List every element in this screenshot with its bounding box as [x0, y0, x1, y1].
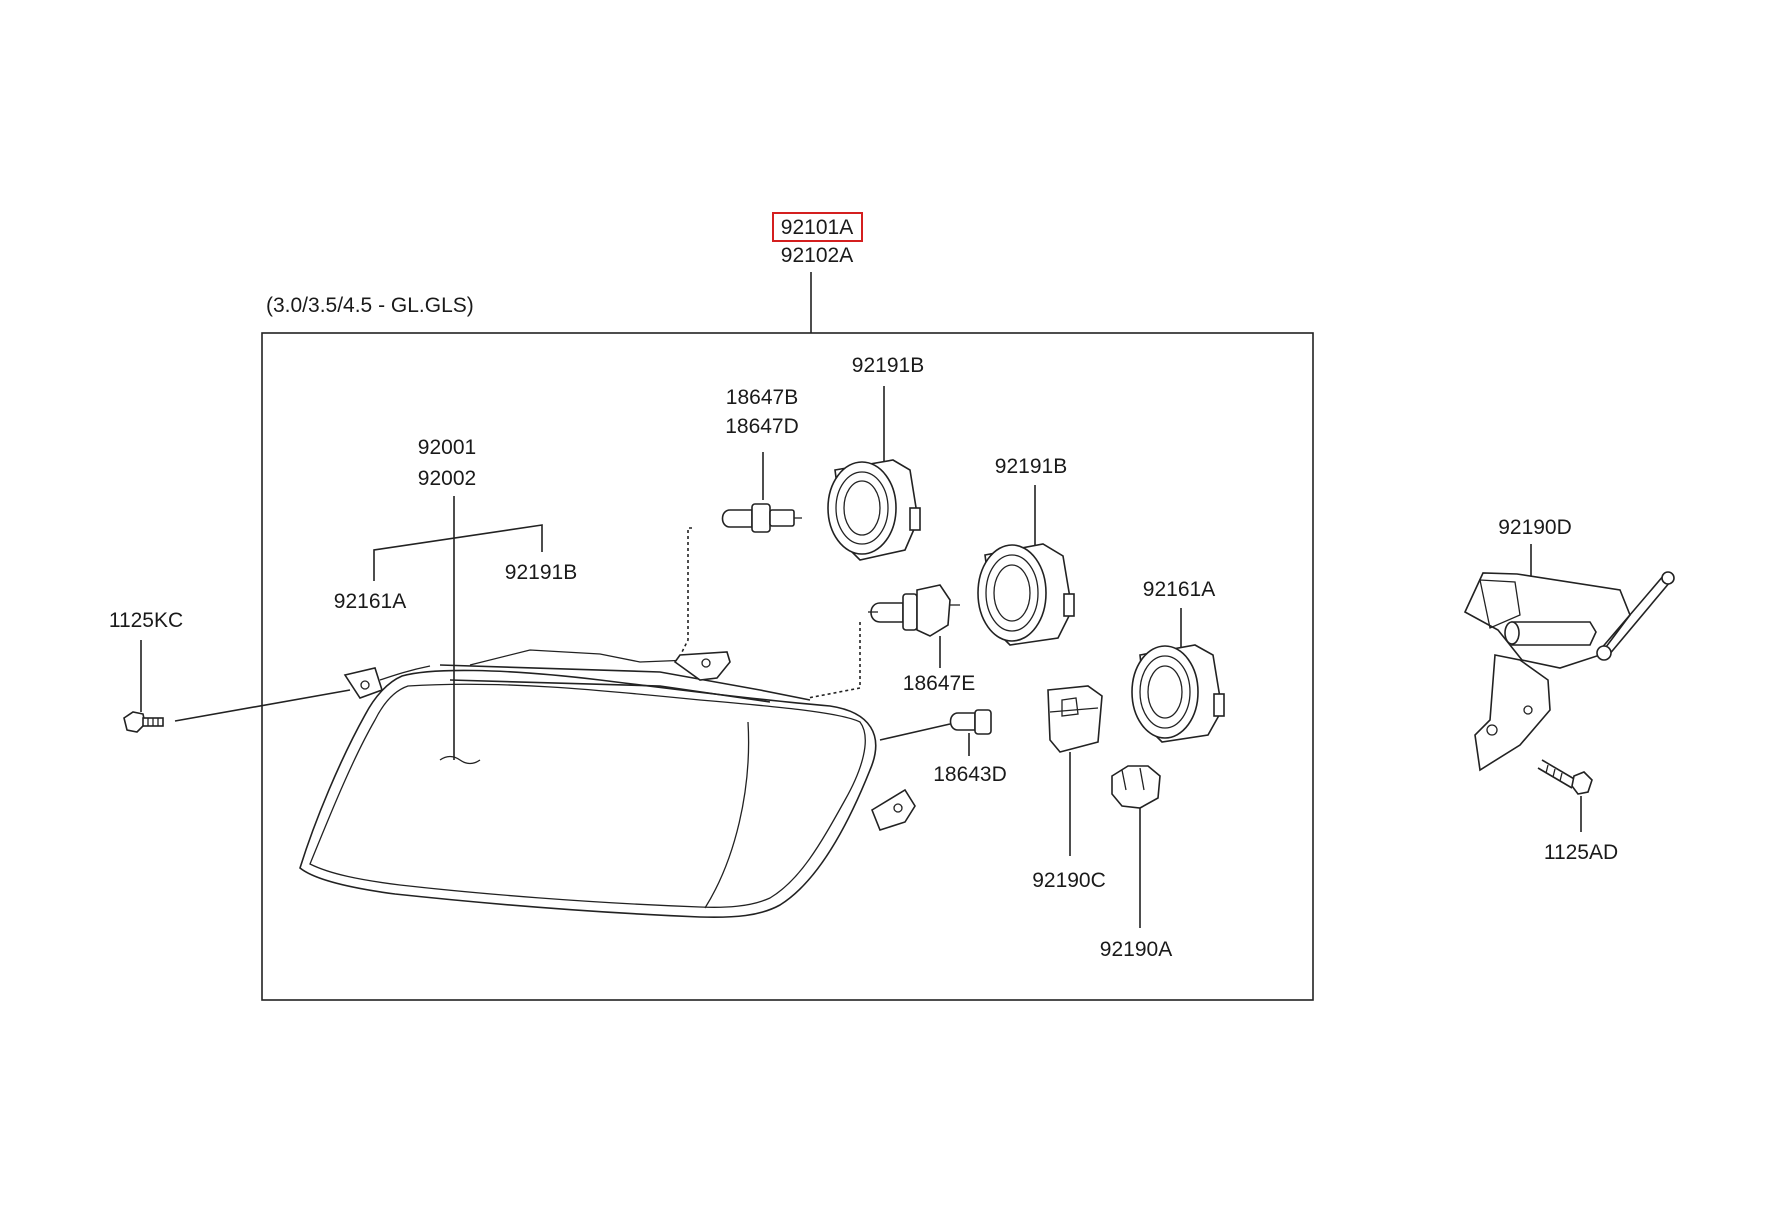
label-92190d[interactable]: 92190D: [1498, 516, 1572, 539]
label-92190a[interactable]: 92190A: [1100, 938, 1172, 961]
cap-92191b-mid[interactable]: [977, 543, 1075, 646]
bulb-18647b[interactable]: [721, 503, 803, 533]
label-92161a-right[interactable]: 92161A: [1143, 578, 1215, 601]
dash-bulb-18647b: [681, 527, 692, 653]
bracket-92190d[interactable]: [1463, 571, 1675, 772]
label-92161a-left[interactable]: 92161A: [334, 590, 406, 613]
label-18647d[interactable]: 18647D: [725, 415, 799, 438]
headlamp-housing[interactable]: [299, 649, 916, 919]
bulb-18643d[interactable]: [949, 709, 992, 735]
label-1125kc[interactable]: 1125KC: [109, 609, 183, 632]
label-92191b-mid[interactable]: 92191B: [995, 455, 1067, 478]
screw-1125kc[interactable]: [123, 711, 164, 733]
variant-note: (3.0/3.5/4.5 - GL.GLS): [266, 294, 474, 317]
label-92101a[interactable]: 92101A: [781, 216, 853, 239]
label-92001[interactable]: 92001: [418, 436, 476, 459]
leader-18643d-to-housing: [879, 723, 951, 741]
label-92002[interactable]: 92002: [418, 467, 476, 490]
label-92191b-left[interactable]: 92191B: [505, 561, 577, 584]
dash-bulb-18647e: [807, 622, 861, 699]
highlight-box: [772, 212, 863, 242]
bolt-1125ad[interactable]: [1537, 759, 1593, 795]
bulb-18647e[interactable]: [868, 584, 960, 637]
label-18643d[interactable]: 18643D: [933, 763, 1007, 786]
leader-92161a-92191b: [373, 524, 543, 581]
label-18647b[interactable]: 18647B: [726, 386, 798, 409]
label-92190c[interactable]: 92190C: [1032, 869, 1106, 892]
label-1125ad[interactable]: 1125AD: [1544, 841, 1618, 864]
label-92191b-top[interactable]: 92191B: [852, 354, 924, 377]
cap-92161a-right[interactable]: [1131, 644, 1225, 743]
connector-92190c[interactable]: [1047, 685, 1103, 753]
assembly-frame: [261, 332, 1314, 1001]
label-92102a[interactable]: 92102A: [781, 244, 853, 267]
holder-92190a[interactable]: [1111, 765, 1161, 809]
label-18647e[interactable]: 18647E: [903, 672, 975, 695]
leader-screw-to-housing: [174, 689, 351, 722]
cap-92191b-top[interactable]: [827, 459, 921, 561]
